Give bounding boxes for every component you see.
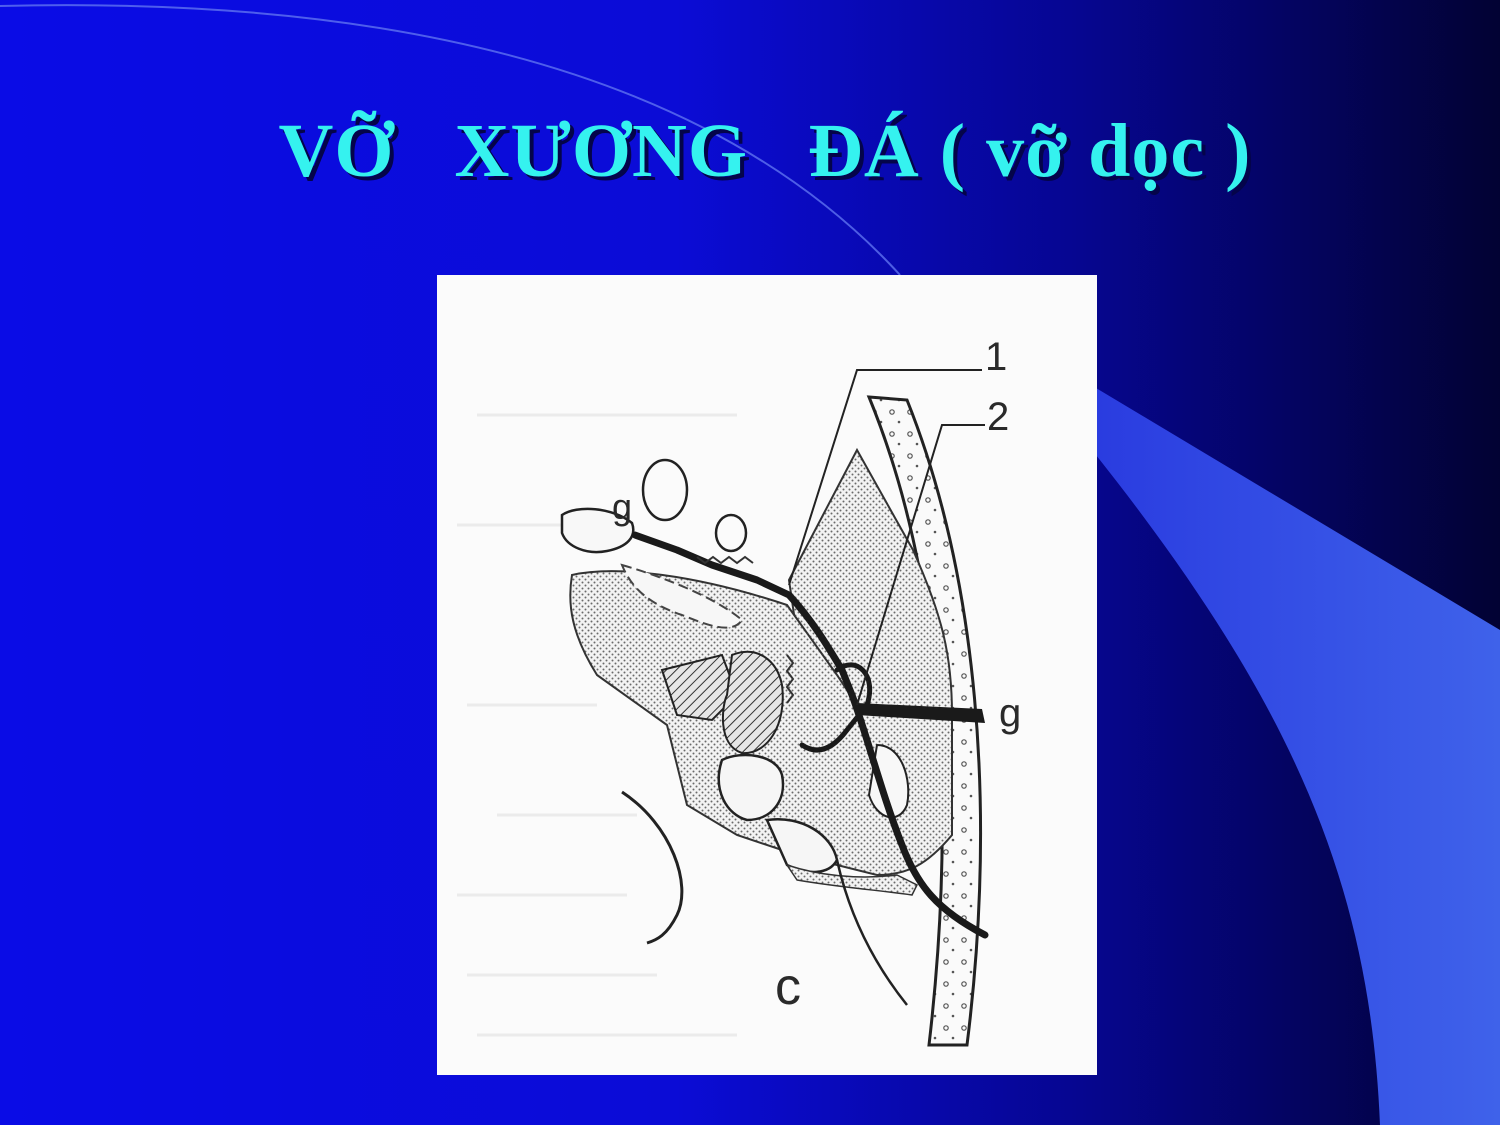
swoosh-shape <box>1096 388 1500 1125</box>
pointer-label-2: 2 <box>987 395 1010 439</box>
upper-canal-shape <box>620 563 744 629</box>
swoosh-arc-line <box>0 4 901 276</box>
fracture-line <box>631 531 989 939</box>
lower-outer-contour <box>835 859 908 1006</box>
fracture-jagged-edge <box>696 555 795 704</box>
air-cell-large <box>641 458 689 522</box>
slide-title: VỠ XƯƠNG ĐÁ ( vỡ dọc ) <box>278 109 1252 193</box>
lower-region-outline <box>785 863 919 896</box>
lower-lobe-upper <box>717 753 785 822</box>
hatched-structure-center <box>721 650 784 755</box>
label-c: c <box>775 958 801 1016</box>
air-cell-small <box>714 513 748 553</box>
lower-oval-structure <box>867 743 910 819</box>
pointer-line-2 <box>856 424 985 706</box>
fracture-diagram: 1 2 g g c <box>437 275 1097 1075</box>
pointer-line-1 <box>788 369 982 586</box>
fracture-diagram-drawing <box>457 369 989 1047</box>
pointer-label-1: 1 <box>985 335 1008 379</box>
lower-curve-contour <box>621 790 684 945</box>
label-g-right: g <box>999 691 1022 735</box>
label-g-top: g <box>612 486 633 527</box>
top-left-bone-piece <box>560 507 635 554</box>
horizontal-canal <box>857 703 985 723</box>
